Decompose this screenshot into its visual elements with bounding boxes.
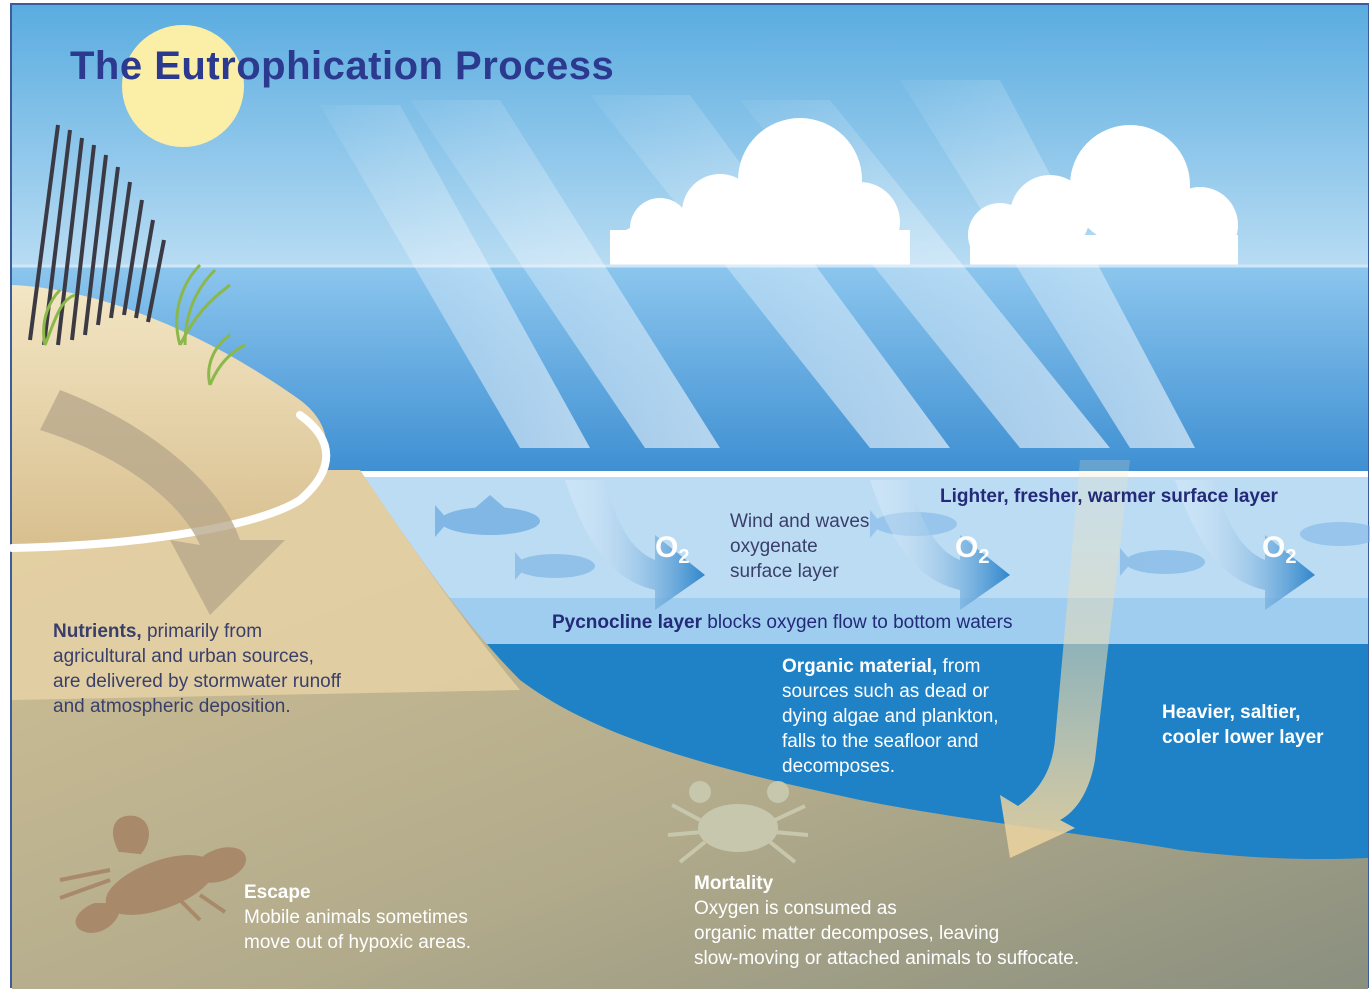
escape-label: Escape Mobile animals sometimes move out… bbox=[244, 882, 472, 953]
pycnocline-label: Pycnocline layer blocks oxygen flow to b… bbox=[552, 612, 1013, 633]
sunlight-rays bbox=[320, 80, 1195, 448]
runoff-arrow bbox=[40, 390, 285, 615]
crab bbox=[667, 781, 809, 864]
lobster bbox=[59, 815, 246, 933]
oxygen-label-2: O2 bbox=[955, 531, 990, 568]
dune bbox=[12, 285, 327, 547]
oxygen-label-1: O2 bbox=[655, 531, 690, 568]
lower-layer-label: Heavier, saltier, cooler lower layer bbox=[1162, 702, 1324, 748]
wind-waves-label: Wind and waves oxygenate surface layer bbox=[730, 511, 870, 582]
organic-fall-arrow bbox=[1000, 460, 1130, 858]
oxygen-arrows bbox=[565, 480, 1315, 610]
sun bbox=[122, 25, 244, 147]
sand-fence bbox=[28, 124, 166, 346]
nutrients-label: Nutrients, primarily from agricultural a… bbox=[53, 621, 341, 717]
oxygen-label-3: O2 bbox=[1262, 531, 1297, 568]
surface-layer-label: Lighter, fresher, warmer surface layer bbox=[940, 486, 1278, 507]
organic-material-label: Organic material, from sources such as d… bbox=[782, 656, 999, 777]
diagram-title: The Eutrophication Process bbox=[70, 44, 615, 88]
mortality-label: Mortality Oxygen is consumed as organic … bbox=[694, 873, 1080, 969]
beach-grass bbox=[42, 263, 246, 386]
